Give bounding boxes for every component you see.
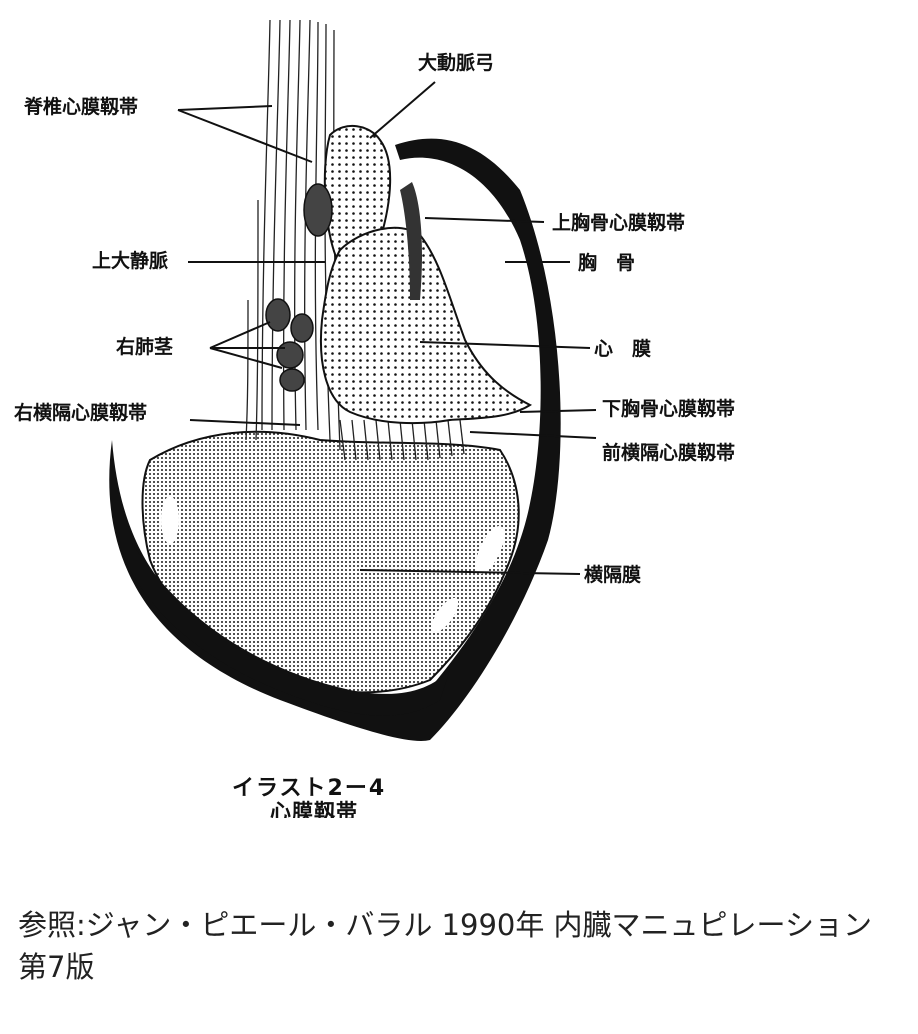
diaphragm-lower-band xyxy=(130,540,450,716)
lung-hilum-vessels xyxy=(265,183,333,392)
label-aortic-arch: 大動脈弓 xyxy=(418,52,495,74)
sterno-ligament-band xyxy=(400,182,423,300)
leader-lines xyxy=(177,81,597,575)
label-inferior-sterno-pericardial-ligament: 下胸骨心膜靱帯 xyxy=(602,398,736,420)
label-pericardium: 心 膜 xyxy=(594,338,652,360)
figure-caption-title: 心膜靱帯 xyxy=(270,800,358,818)
label-right-lung-hilum: 右肺茎 xyxy=(116,336,174,358)
label-sternum: 胸 骨 xyxy=(578,252,636,274)
label-superior-vena-cava: 上大静脈 xyxy=(92,250,169,272)
label-anterior-phreno-pericardial-ligament: 前横隔心膜靱帯 xyxy=(602,442,736,464)
diaphragm-opening-left xyxy=(161,496,179,544)
label-vertebro-pericardial-ligament: 脊椎心膜靱帯 xyxy=(24,96,139,118)
reference-citation: 参照:ジャン・ピエール・バラル 1990年 内臓マニュピレーション 第7版 xyxy=(18,908,872,984)
label-right-phreno-pericardial-ligament: 右横隔心膜靱帯 xyxy=(14,402,148,424)
pericardial-ligaments-illustration xyxy=(109,19,597,741)
figure-caption-number: イラスト2ー4 xyxy=(232,776,387,801)
diaphragm-opening-right xyxy=(475,526,505,574)
label-diaphragm: 横隔膜 xyxy=(584,564,642,586)
label-superior-sterno-pericardial-ligament: 上胸骨心膜靱帯 xyxy=(552,212,686,234)
pericardium-shape xyxy=(319,226,533,425)
diaphragm-opening-lower xyxy=(431,597,459,633)
rib-cage-outer xyxy=(109,138,561,741)
